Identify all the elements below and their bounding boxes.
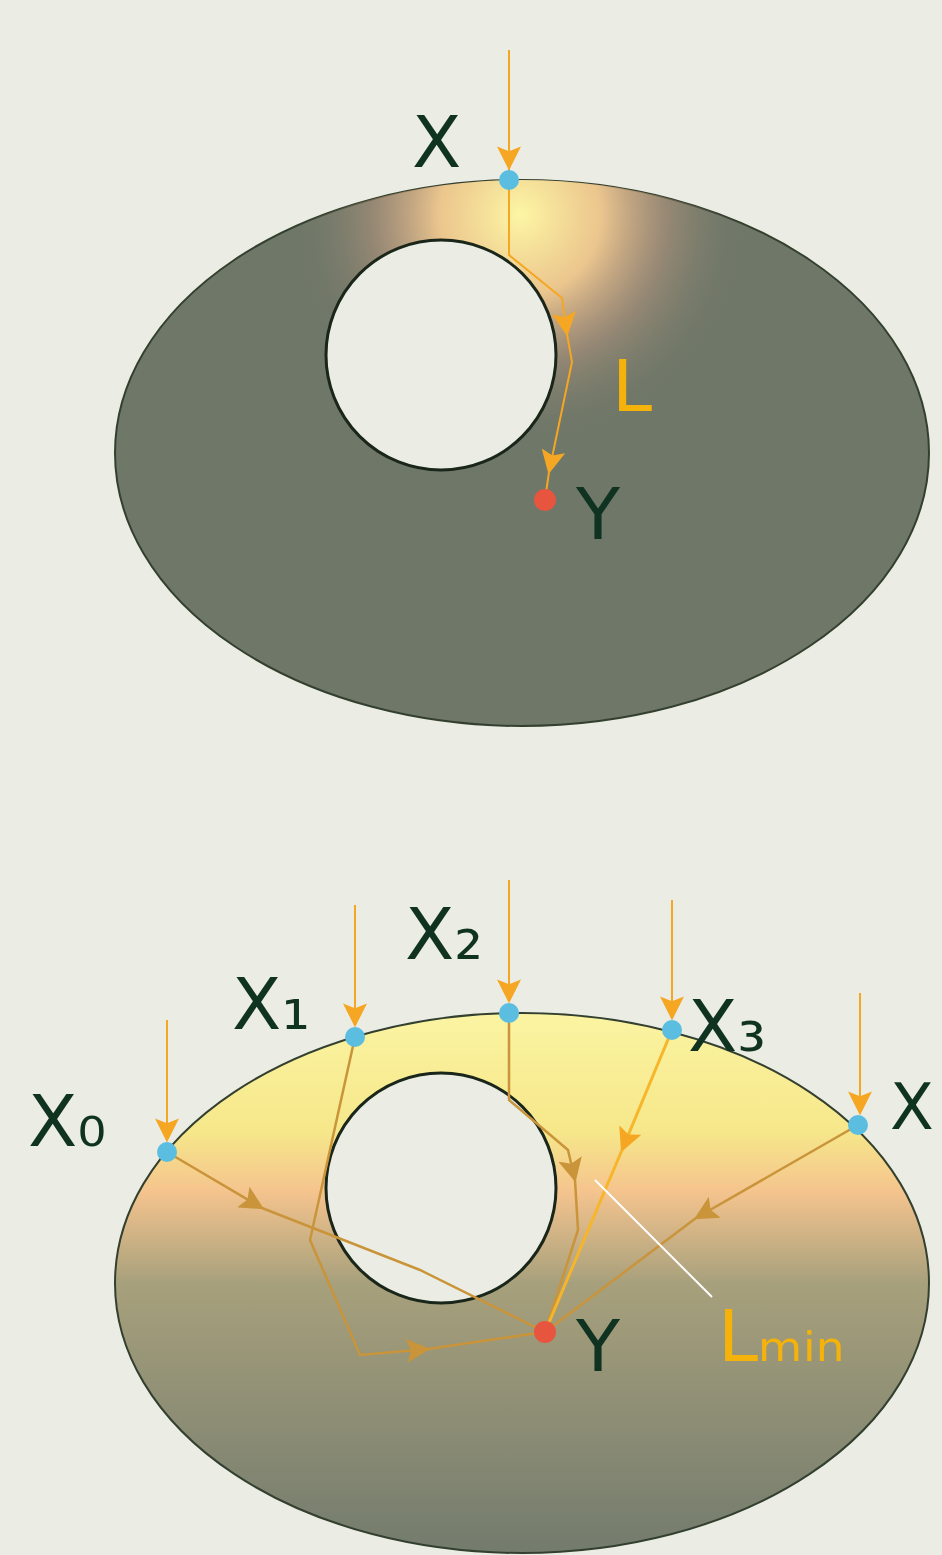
point-label: X: [412, 106, 461, 178]
path-label: Lₘᵢₙ: [718, 1300, 845, 1372]
point-label: X₁: [232, 968, 310, 1040]
point-label: X₂: [405, 898, 483, 970]
path-label: L: [612, 350, 652, 422]
point-label: X₃: [688, 990, 766, 1062]
bottom-figure: [115, 880, 929, 1553]
point-label: Y: [576, 478, 620, 550]
point-label: X: [890, 1075, 934, 1139]
point-label: Y: [576, 1310, 620, 1382]
point-label: X₀: [28, 1085, 106, 1157]
top-figure: [115, 50, 929, 726]
